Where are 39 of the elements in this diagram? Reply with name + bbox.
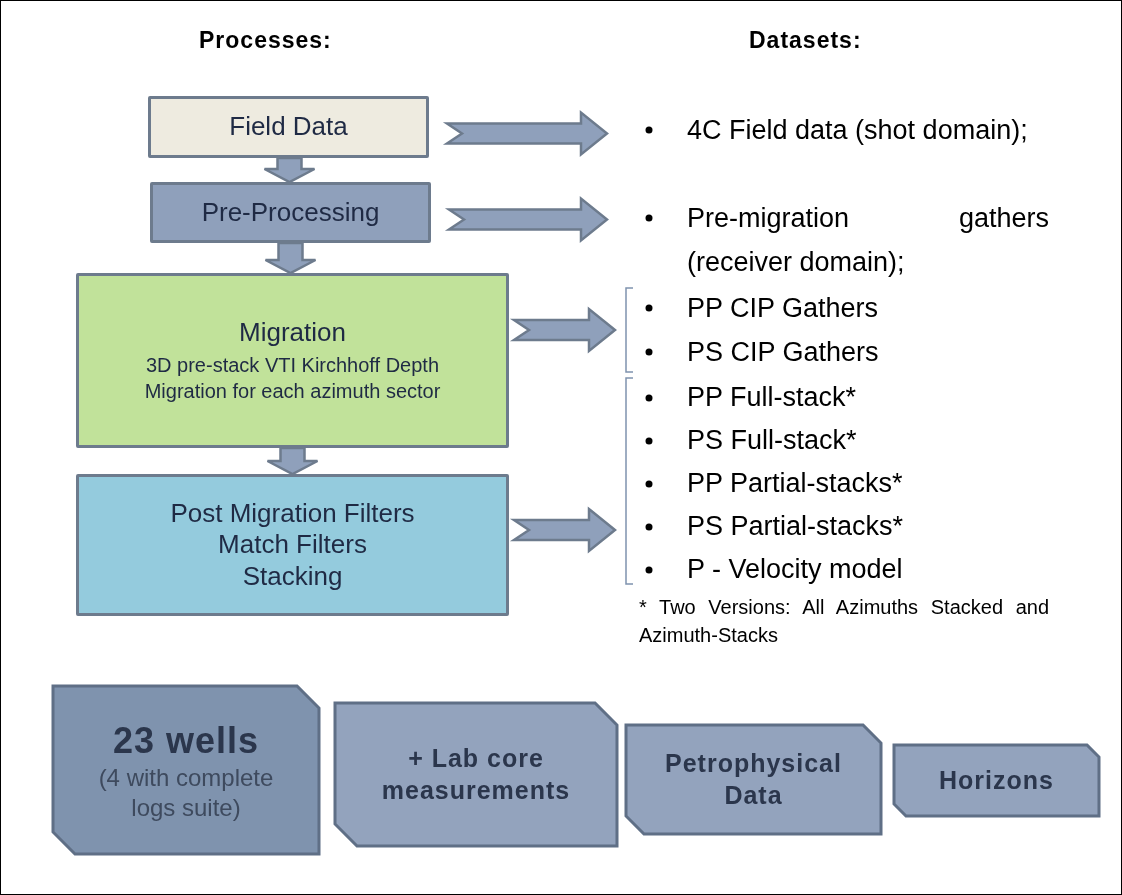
block-arrow: [442, 109, 609, 158]
list-item: 4C Field data (shot domain);: [687, 115, 1028, 145]
process-title: Pre-Processing: [201, 196, 380, 229]
process-description: 3D pre-stack VTI Kirchhoff Depth Migration for each azimuth sector: [143, 353, 442, 405]
process-title: Migration: [239, 316, 346, 349]
column-heading: Datasets:: [749, 27, 862, 54]
process-title: Match Filters: [218, 529, 367, 561]
block-arrow: [509, 506, 617, 554]
list-item: PS Partial-stacks*: [687, 511, 904, 541]
tag-title: Horizons: [938, 764, 1055, 796]
block-arrow: [509, 306, 617, 354]
process-box: [148, 96, 429, 158]
column-heading: Processes:: [199, 27, 332, 54]
tag-title: + Lab core measurements: [380, 743, 572, 806]
data-tag: [333, 701, 619, 848]
process-title: Post Migration Filters: [170, 498, 415, 530]
list-item: PS Full-stack*: [687, 425, 857, 455]
block-arrow: [263, 156, 316, 184]
process-box: [76, 474, 509, 616]
block-arrow: [264, 241, 317, 275]
data-tag: [892, 743, 1101, 818]
list-item: PP Full-stack*: [687, 382, 857, 412]
data-tag: [51, 684, 321, 856]
process-box: [150, 182, 431, 243]
tag-subtitle: (4 with complete logs suite): [97, 762, 275, 823]
list-item: PP CIP Gathers: [687, 293, 879, 323]
tag-title: 23 wells: [111, 718, 261, 763]
list-item: P - Velocity model: [687, 554, 903, 584]
footnote: * Two Versions: All Azimuths Stacked and Azimuth-Stacks: [639, 595, 1049, 648]
process-box: [76, 273, 509, 448]
list-item: PP Partial-stacks*: [687, 468, 903, 498]
list-item: PS CIP Gathers: [687, 337, 879, 367]
tag-title: Petrophysical Data: [664, 748, 843, 811]
block-arrow: [266, 446, 319, 476]
list-item: Pre-migration gathers (receiver domain);: [687, 203, 1049, 277]
data-tag: [624, 723, 883, 836]
process-title: Stacking: [242, 560, 343, 592]
block-arrow: [444, 195, 609, 244]
process-title: Field Data: [229, 111, 348, 143]
